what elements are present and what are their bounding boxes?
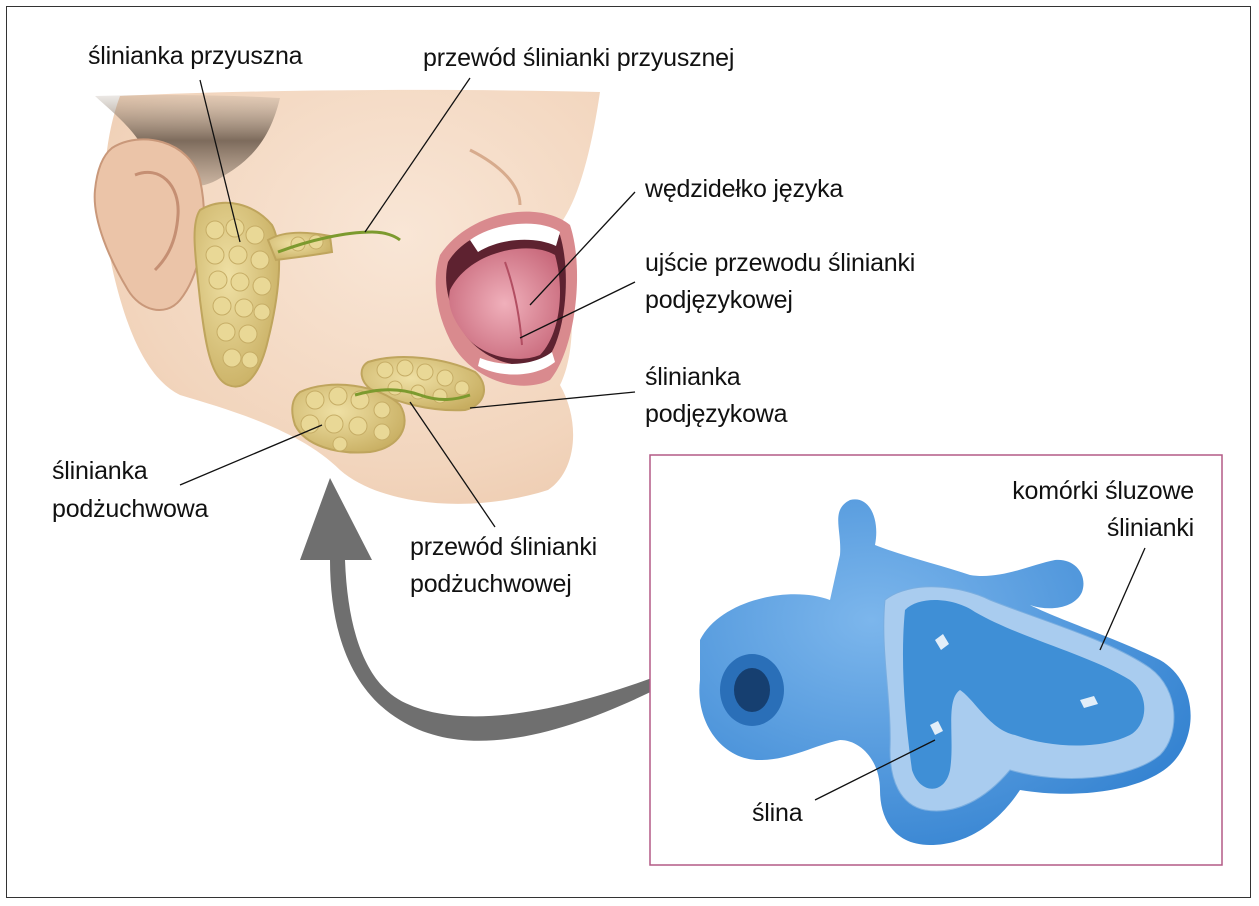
label-mucous-cells-line2: ślinianki xyxy=(1106,514,1194,542)
leader-submandibular-duct xyxy=(409,401,496,528)
leader-tongue-frenulum xyxy=(529,191,636,306)
duct-lumen xyxy=(734,668,770,712)
ear xyxy=(93,138,205,311)
label-sublingual-gland-line2: podjęzykowa xyxy=(645,400,788,428)
leader-sublingual-gland xyxy=(469,391,636,409)
upper-teeth xyxy=(470,223,560,252)
leader-saliva xyxy=(814,739,936,801)
label-sublingual-gland-line1: ślinianka xyxy=(645,363,741,391)
leader-submandibular-gland xyxy=(179,424,323,486)
parotid-gland-shape xyxy=(193,201,401,388)
label-parotid-gland: ślinianka przyuszna xyxy=(88,42,303,70)
gland-tissue-illustration xyxy=(699,499,1191,845)
label-submandibular-gland-line1: ślinianka xyxy=(52,457,148,485)
label-submandibular-duct-line1: przewód ślinianki xyxy=(410,533,597,561)
hair xyxy=(95,94,280,187)
label-parotid-duct: przewód ślinianki przyusznej xyxy=(423,44,735,72)
label-saliva: ślina xyxy=(752,799,803,827)
label-submandibular-gland-line2: podżuchwowa xyxy=(52,495,209,523)
ear-inner xyxy=(134,170,180,272)
leader-lines xyxy=(179,77,1146,801)
leader-sublingual-opening xyxy=(519,281,636,339)
lower-teeth xyxy=(478,352,555,375)
label-sublingual-duct-opening-line2: podjęzykowej xyxy=(645,286,793,314)
leader-mucous-cells xyxy=(1099,547,1146,651)
leader-parotid-gland xyxy=(199,79,241,243)
submandibular-duct-shape xyxy=(354,388,471,401)
label-sublingual-duct-opening-line1: ujście przewodu ślinianki xyxy=(645,249,916,277)
curved-arrow xyxy=(300,478,690,741)
label-submandibular-duct-line2: podżuchwowej xyxy=(410,570,572,598)
tongue xyxy=(449,248,560,359)
sublingual-gland-shape xyxy=(360,356,485,412)
leader-parotid-duct xyxy=(364,77,471,233)
mouth xyxy=(435,211,578,386)
parotid-duct-shape xyxy=(277,230,401,254)
label-mucous-cells-line1: komórki śluzowe xyxy=(1012,477,1194,505)
nose-contour xyxy=(469,148,522,206)
label-tongue-frenulum: wędzidełko języka xyxy=(645,175,844,203)
